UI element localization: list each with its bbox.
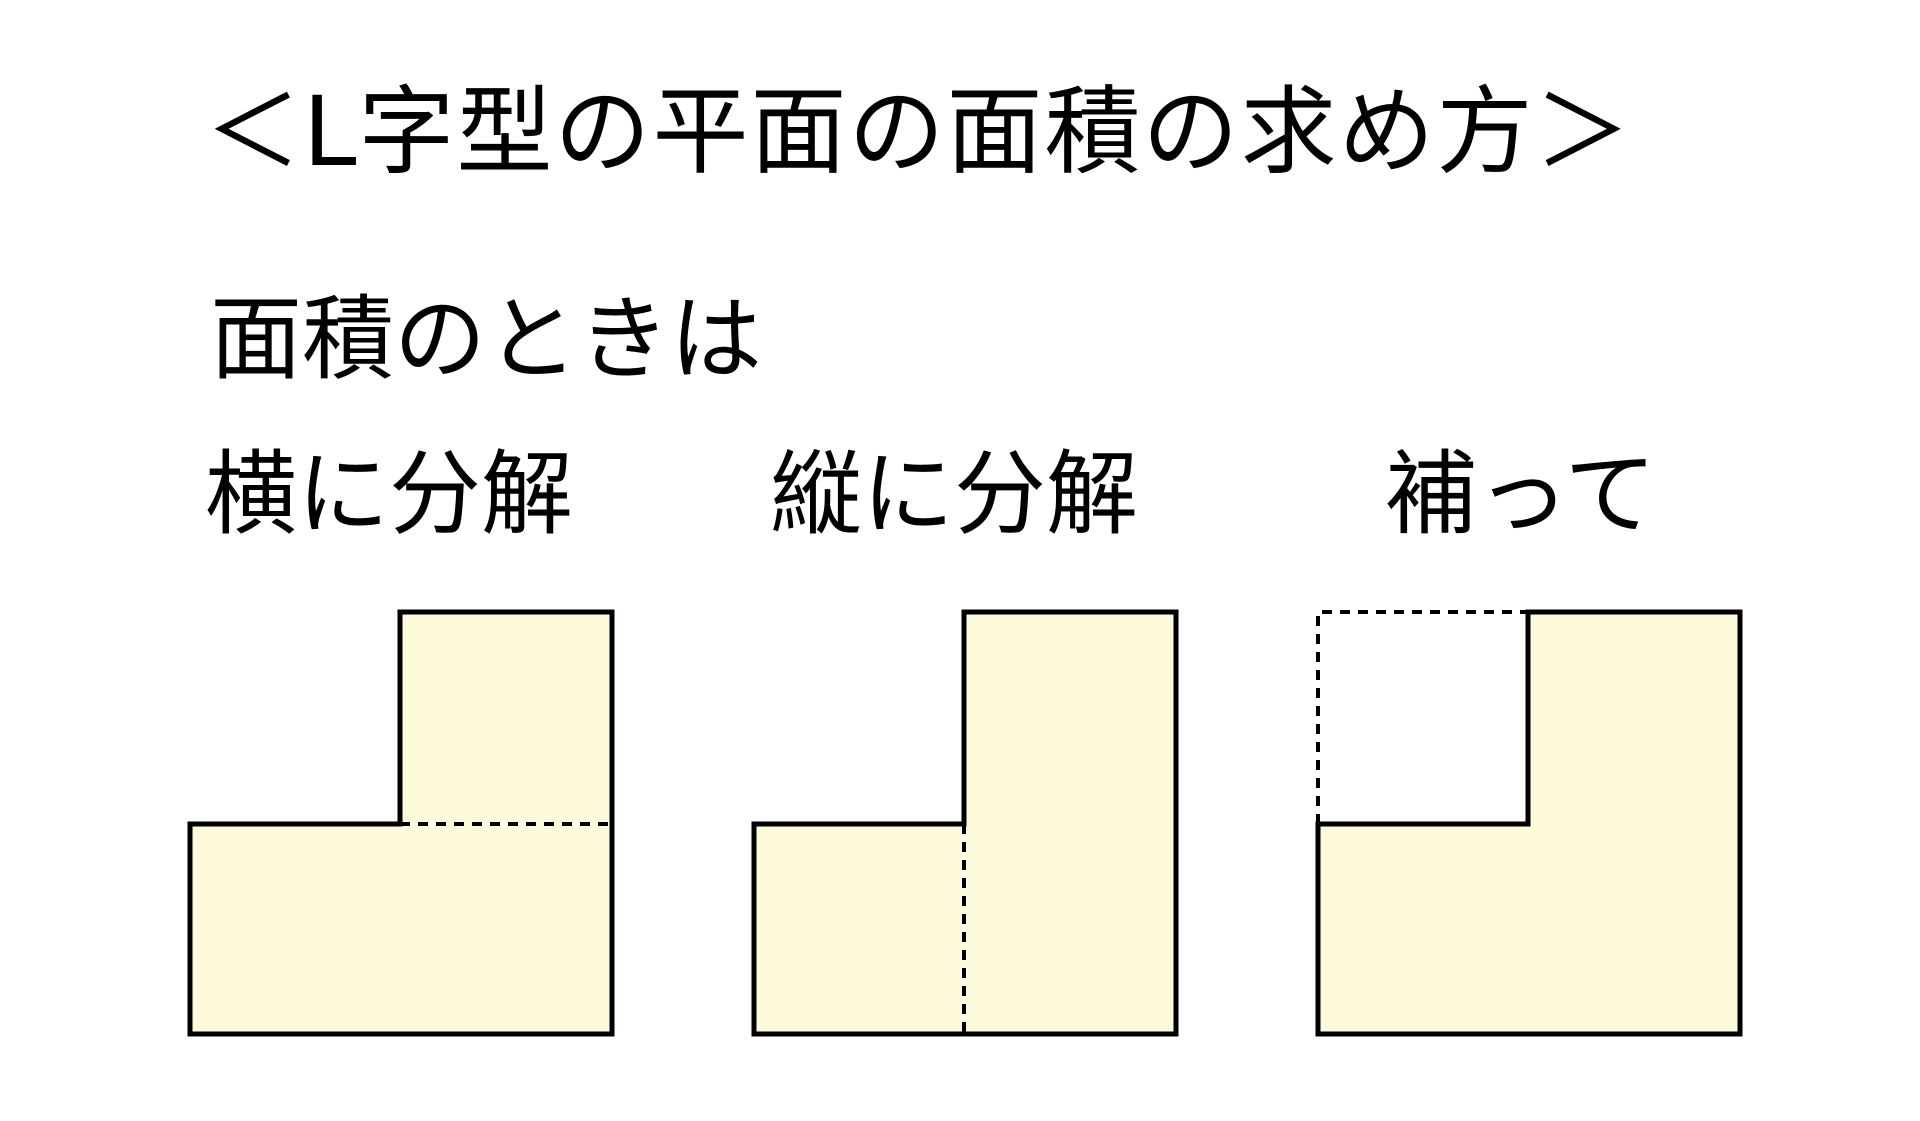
diagram-horizontal-split: [187, 609, 615, 1037]
page-title: ＜L字型の平面の面積の求め方＞: [205, 76, 1633, 188]
complement-dashed-outline: [1316, 610, 1528, 824]
diagram-vertical-split: [751, 609, 1179, 1037]
diagram-complement: [1315, 609, 1743, 1037]
method-label-horizontal: 横に分解: [205, 441, 574, 548]
l-shape-3: [1315, 609, 1743, 1037]
page-subtitle: 面積のときは: [210, 286, 763, 393]
method-label-vertical: 縦に分解: [770, 441, 1139, 548]
method-label-complement: 補って: [1385, 441, 1657, 548]
